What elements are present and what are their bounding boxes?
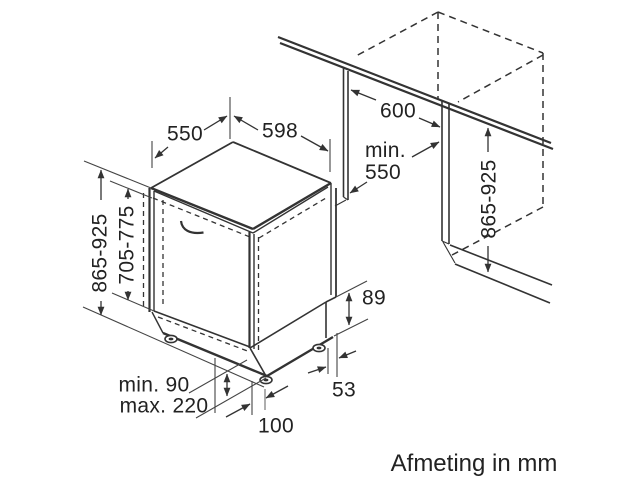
worktop [277, 35, 554, 151]
niche-side-panels [334, 67, 456, 264]
floor-lines [82, 244, 553, 388]
top-face [150, 141, 332, 234]
niche-cube [355, 11, 544, 256]
label-appliance-height: 865-925 [88, 213, 112, 293]
label-niche-depth-value: 550 [365, 161, 401, 184]
label-body-depth: 598 [262, 119, 298, 143]
label-plinth-max: max. 220 [119, 394, 209, 418]
label-niche-depth-min: min. [365, 139, 406, 162]
dimension-extension-lines [83, 97, 369, 419]
dishwasher-body [142, 141, 337, 385]
label-door-panel-height: 705-775 [115, 205, 139, 285]
label-rear-step-height: 89 [362, 286, 386, 310]
label-front-foot-depth: 100 [258, 414, 294, 438]
base-frame [162, 331, 334, 378]
label-niche-height: 865-925 [477, 159, 501, 239]
adjustable-feet [164, 334, 326, 385]
foot-rear [312, 343, 326, 353]
label-plinth-min: min. 90 [118, 373, 190, 397]
label-rear-foot-offset: 53 [332, 378, 356, 402]
foot-front-left [164, 334, 178, 344]
door-handle [179, 220, 204, 235]
label-top-width: 550 [167, 122, 203, 146]
right-side-face [249, 183, 337, 352]
diagram-caption: Afmeting in mm [390, 450, 558, 477]
foot-front-right [259, 375, 273, 385]
dimension-arrows [97, 89, 492, 418]
front-door-face [142, 188, 267, 377]
label-niche-width: 600 [380, 99, 416, 123]
